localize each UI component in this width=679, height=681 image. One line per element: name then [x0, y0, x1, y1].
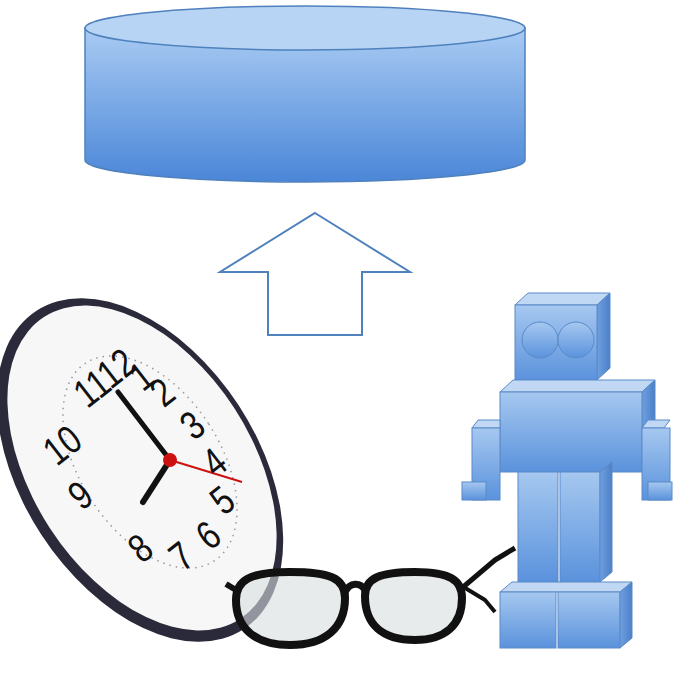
eyeglasses [226, 548, 515, 645]
up-arrow [220, 213, 410, 335]
robot [462, 293, 672, 648]
database-cylinder [85, 6, 525, 182]
